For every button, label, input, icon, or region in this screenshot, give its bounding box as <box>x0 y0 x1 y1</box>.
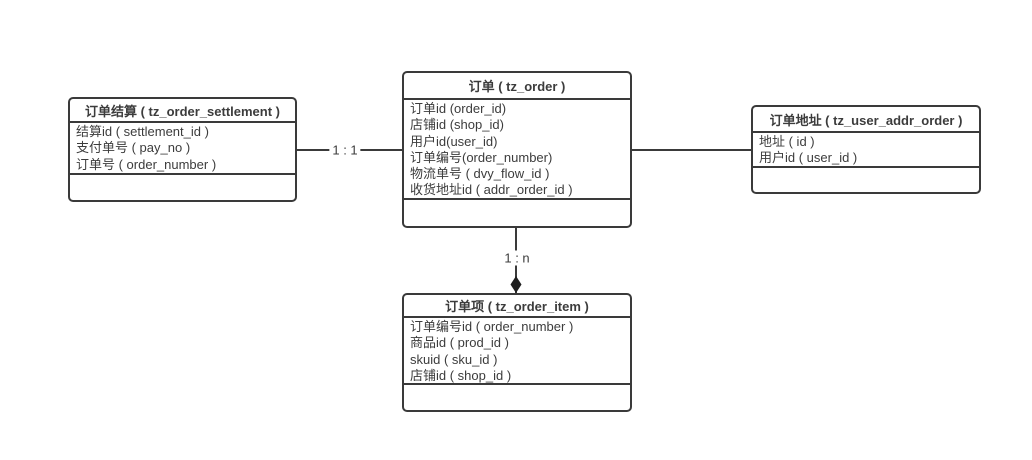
entity-order[interactable]: 订单 ( tz_order ) 订单id (order_id) 店铺id (sh… <box>402 71 632 228</box>
entity-order-item-fields: 订单编号id ( order_number ) 商品id ( prod_id )… <box>404 318 630 385</box>
connector-order-addr[interactable] <box>631 149 751 151</box>
field-settlement-id: 结算id ( settlement_id ) <box>76 124 209 139</box>
entity-order-item-title: 订单项 ( tz_order_item ) <box>404 295 630 318</box>
field-order-number: 订单号 ( order_number ) <box>76 156 217 172</box>
field-user-id: 用户id(user_id) <box>410 133 498 149</box>
field-order-number: 订单编号(order_number) <box>410 149 553 165</box>
entity-order-settlement-fields: 结算id ( settlement_id ) 支付单号 ( pay_no ) 订… <box>70 123 295 175</box>
field-addr-order-id: 收货地址id ( addr_order_id ) <box>410 182 573 198</box>
entity-order-settlement-empty-section <box>70 175 295 200</box>
connector-label-1-1: 1 : 1 <box>329 142 361 158</box>
entity-user-addr-order[interactable]: 订单地址 ( tz_user_addr_order ) 地址 ( id ) 用户… <box>751 105 981 194</box>
field-sku-id: skuid ( sku_id ) <box>410 351 498 367</box>
entity-order-item-empty-section <box>404 385 630 410</box>
entity-user-addr-order-title: 订单地址 ( tz_user_addr_order ) <box>753 107 979 133</box>
entity-user-addr-order-fields: 地址 ( id ) 用户id ( user_id ) <box>753 133 979 168</box>
entity-order-title: 订单 ( tz_order ) <box>404 73 630 100</box>
entity-order-item[interactable]: 订单项 ( tz_order_item ) 订单编号id ( order_num… <box>402 293 632 412</box>
connector-label-1-n: 1 : n <box>501 250 533 266</box>
field-pay-no: 支付单号 ( pay_no ) <box>76 140 191 156</box>
entity-user-addr-order-empty-section <box>753 168 979 192</box>
entity-order-empty-section <box>404 200 630 226</box>
entity-order-settlement[interactable]: 订单结算 ( tz_order_settlement ) 结算id ( sett… <box>68 97 297 202</box>
field-dvy-flow-id: 物流单号 ( dvy_flow_id ) <box>410 166 550 182</box>
field-addr-id: 地址 ( id ) <box>759 134 815 149</box>
field-addr-user-id: 用户id ( user_id ) <box>759 150 858 166</box>
field-shop-id: 店铺id (shop_id) <box>410 117 504 133</box>
entity-order-settlement-title: 订单结算 ( tz_order_settlement ) <box>70 99 295 123</box>
entity-order-fields: 订单id (order_id) 店铺id (shop_id) 用户id(user… <box>404 100 630 200</box>
field-order-id: 订单id (order_id) <box>410 101 507 116</box>
field-prod-id: 商品id ( prod_id ) <box>410 335 509 351</box>
filled-diamond-arrow-icon <box>510 276 522 293</box>
field-item-shop-id: 店铺id ( shop_id ) <box>410 368 512 384</box>
field-item-order-number: 订单编号id ( order_number ) <box>410 319 574 334</box>
